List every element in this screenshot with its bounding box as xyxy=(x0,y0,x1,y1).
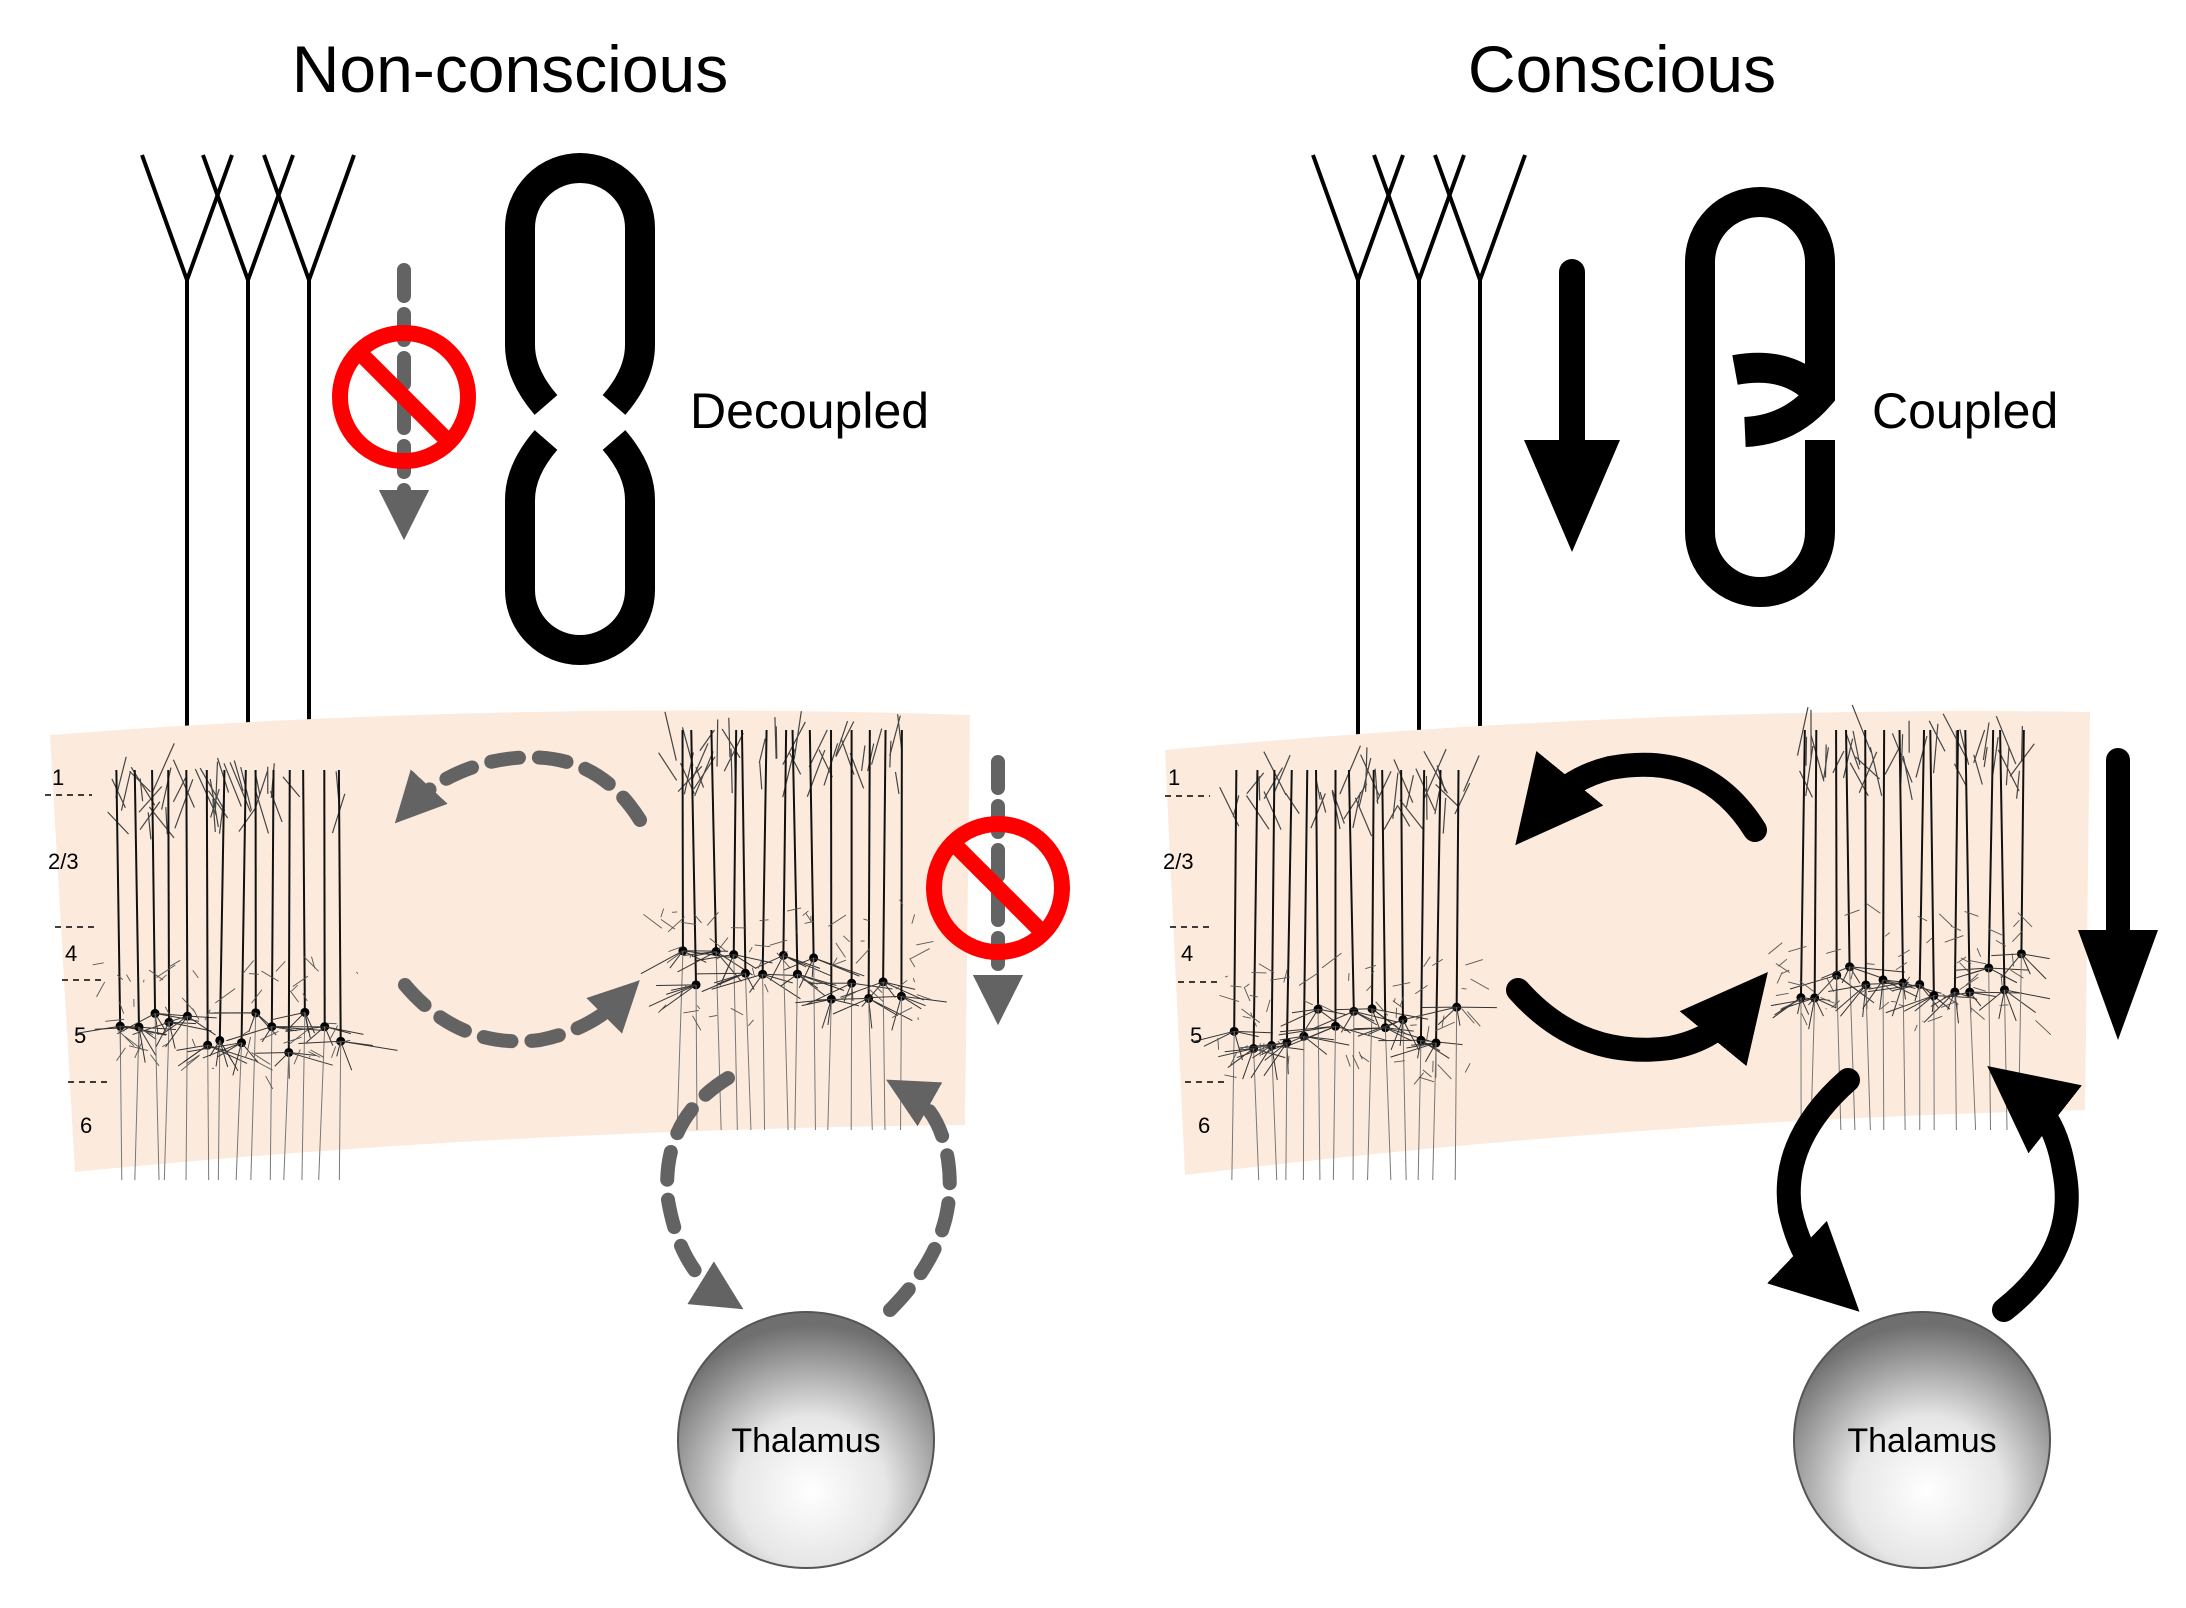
prohibition-icon xyxy=(332,325,476,469)
layer-label: 2/3 xyxy=(1163,849,1194,874)
left-thalamus-to-cortex-arrow xyxy=(883,1079,957,1317)
left-thalamus: Thalamus xyxy=(677,1311,935,1569)
broken-chain-link-icon xyxy=(505,153,655,665)
right-feedback-arrow xyxy=(1515,750,1767,846)
right-neuron-population-b xyxy=(1768,704,2052,1131)
layer-label: 1 xyxy=(1168,765,1180,790)
right-thalamus: Thalamus xyxy=(1793,1311,2051,1569)
layer-label: 1 xyxy=(52,765,64,790)
layer-label: 4 xyxy=(1181,941,1193,966)
left-neuron-population-b xyxy=(640,711,947,1131)
right-coupling-arrow xyxy=(1524,259,1620,552)
right-cortex-slice xyxy=(1165,711,2090,1175)
layer-label: 6 xyxy=(80,1113,92,1138)
layer-label: 5 xyxy=(1190,1023,1202,1048)
right-neuron-icons xyxy=(1311,153,1527,795)
right-neuron-population-a xyxy=(1192,745,1497,1181)
right-panel-title: Conscious xyxy=(1468,32,1776,106)
layer-label: 5 xyxy=(74,1023,86,1048)
right-cortex-coupling-arrow xyxy=(2078,748,2158,1040)
left-feedback-arrow xyxy=(394,750,647,827)
left-cortex-slice xyxy=(50,710,970,1172)
layer-label: 2/3 xyxy=(48,849,79,874)
right-feedforward-arrow xyxy=(1506,971,1768,1067)
left-cortex-to-thalamus-arrow xyxy=(660,1071,744,1310)
layer-label: 6 xyxy=(1198,1113,1210,1138)
layer-label: 4 xyxy=(65,941,77,966)
prohibition-icon xyxy=(926,816,1070,960)
left-neuron-icons xyxy=(140,153,356,795)
left-layer-labels: 1 2/3 4 5 6 xyxy=(45,765,112,1138)
right-cortex-to-thalamus-arrow xyxy=(1767,1068,1860,1312)
right-thalamus-to-cortex-arrow xyxy=(1987,1065,2082,1322)
decoupled-label: Decoupled xyxy=(690,383,929,439)
chain-link-icon xyxy=(1685,187,1835,607)
coupled-label: Coupled xyxy=(1872,383,2058,439)
right-thalamus-label: Thalamus xyxy=(1847,1422,1996,1460)
left-panel-title: Non-conscious xyxy=(292,32,729,106)
left-thalamus-label: Thalamus xyxy=(731,1422,880,1460)
left-neuron-population-a xyxy=(77,743,398,1181)
right-layer-labels: 1 2/3 4 5 6 xyxy=(1163,765,1228,1138)
left-feedforward-arrow xyxy=(398,978,640,1049)
